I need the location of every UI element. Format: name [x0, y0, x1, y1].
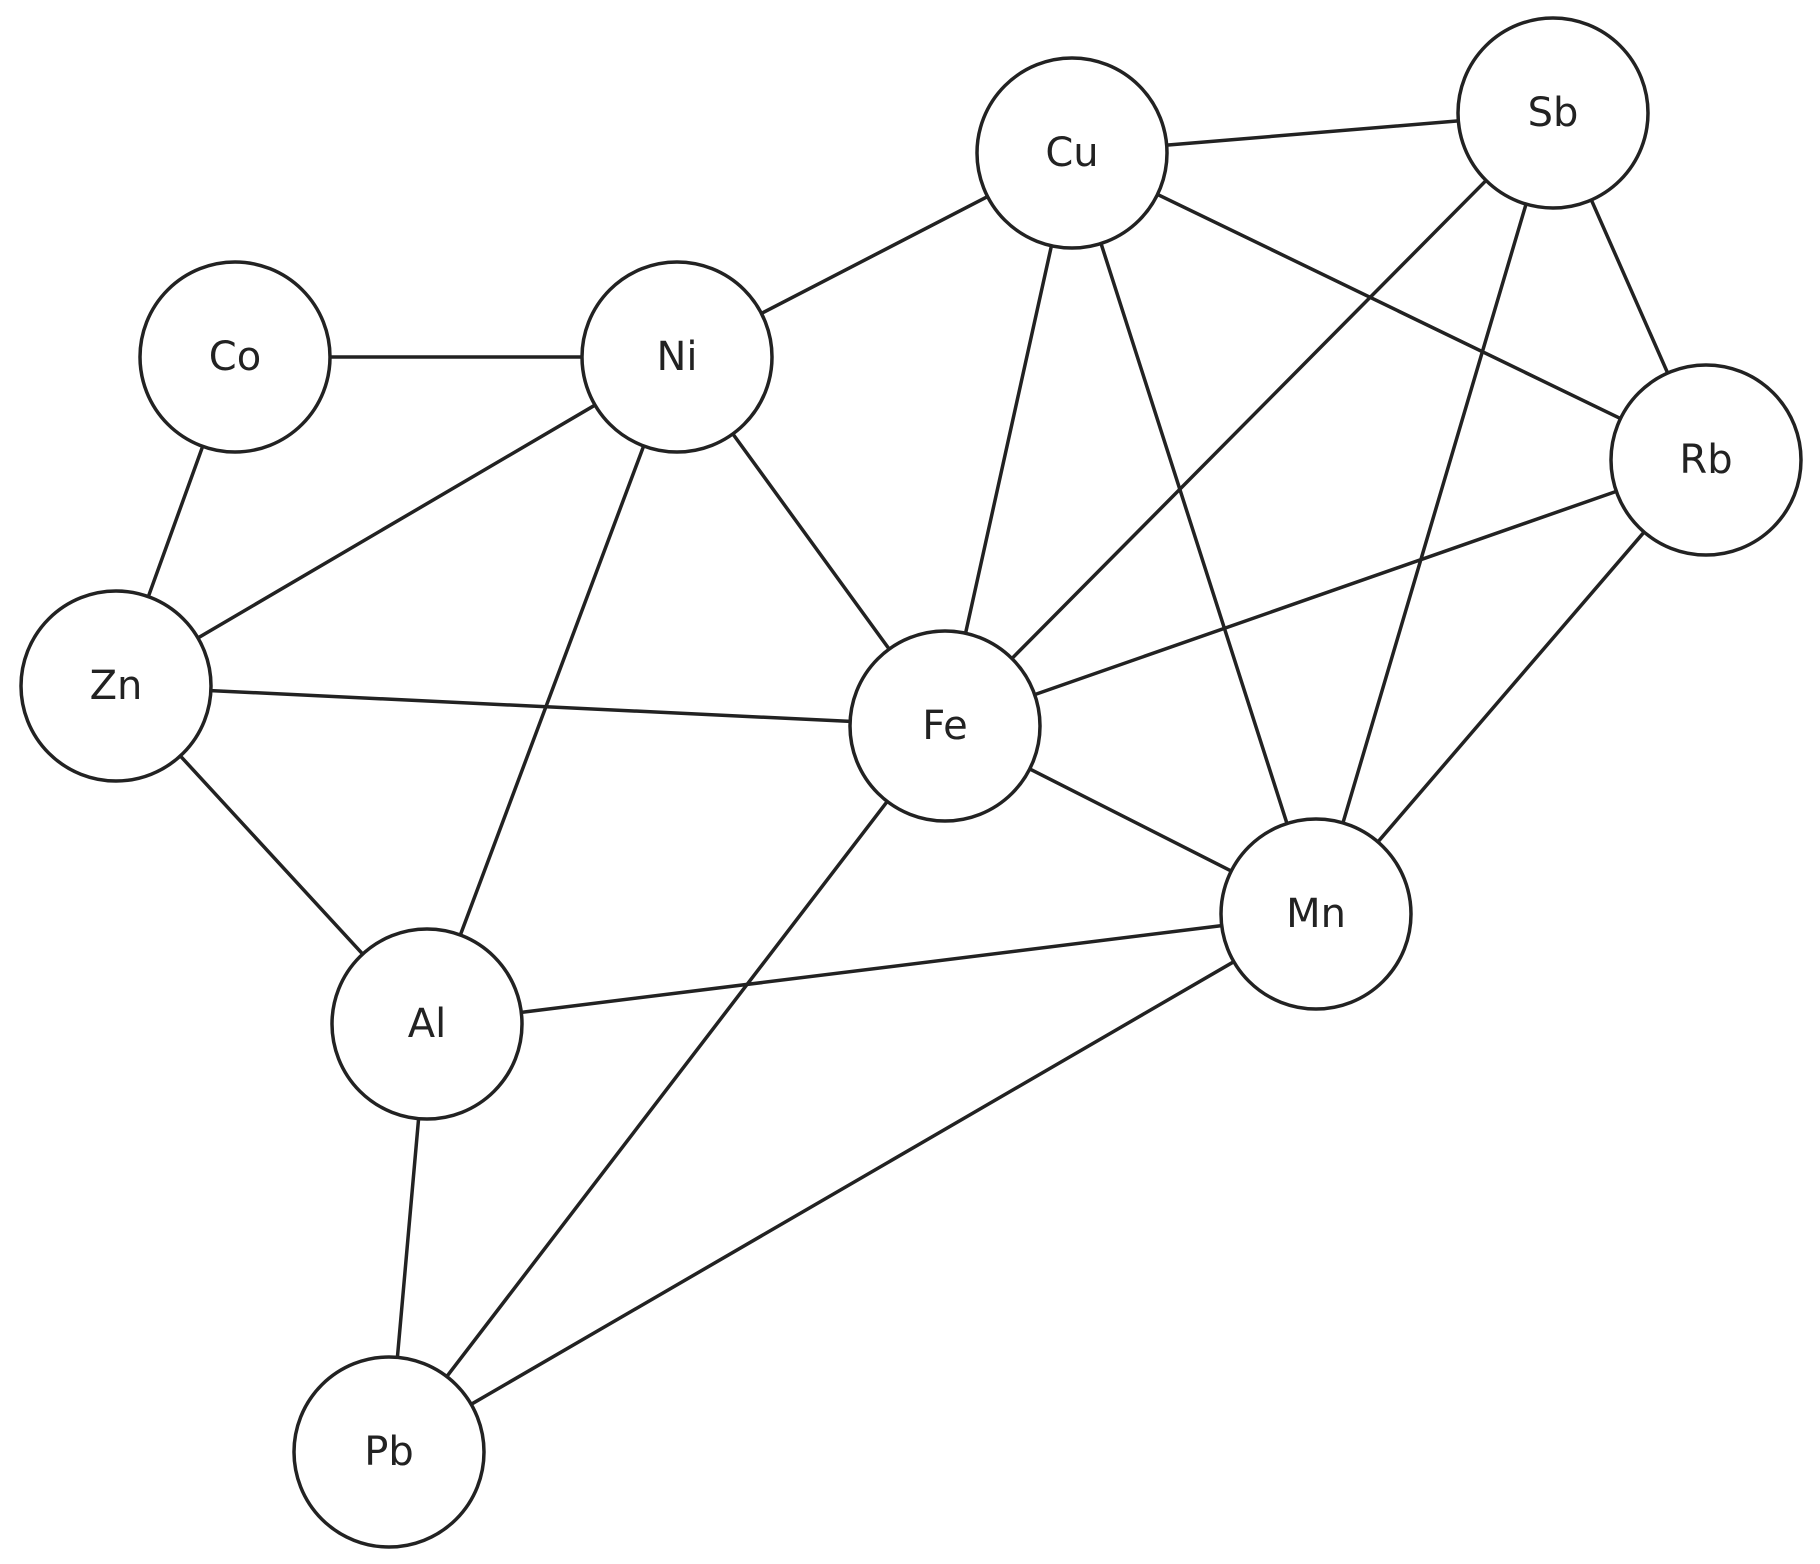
node-ni: Ni	[580, 260, 774, 454]
node-al: Al	[330, 927, 524, 1121]
node-circle-sb	[1456, 16, 1650, 210]
node-label-ni: Ni	[656, 334, 697, 380]
edge-fe-pb	[445, 799, 889, 1379]
edge-co-zn	[146, 444, 205, 599]
node-circle-al	[330, 927, 524, 1121]
node-co: Co	[138, 260, 332, 454]
node-mn: Mn	[1219, 817, 1413, 1011]
node-label-al: Al	[408, 1001, 446, 1047]
node-label-zn: Zn	[90, 663, 143, 709]
node-sb: Sb	[1456, 16, 1650, 210]
edge-fe-mn	[1027, 767, 1234, 873]
edge-sb-rb	[1589, 198, 1670, 375]
node-pb: Pb	[292, 1355, 486, 1549]
node-circle-zn	[19, 589, 213, 783]
node-label-sb: Sb	[1528, 90, 1579, 136]
edge-zn-al	[178, 754, 365, 956]
node-circle-co	[138, 260, 332, 454]
edge-ni-fe	[731, 432, 891, 651]
edge-sb-mn	[1341, 202, 1528, 825]
node-zn: Zn	[19, 589, 213, 783]
edge-mn-al	[519, 923, 1224, 1015]
edge-al-pb	[395, 1116, 421, 1360]
node-fe: Fe	[848, 629, 1042, 823]
node-label-cu: Cu	[1045, 130, 1098, 176]
edge-cu-rb	[1155, 192, 1623, 421]
node-label-fe: Fe	[922, 703, 967, 749]
node-label-pb: Pb	[364, 1429, 414, 1475]
edge-zn-fe	[209, 688, 852, 724]
node-label-co: Co	[209, 334, 261, 380]
edge-rb-fe	[1032, 489, 1619, 697]
node-circle-mn	[1219, 817, 1413, 1011]
node-circle-ni	[580, 260, 774, 454]
edge-mn-pb	[469, 959, 1236, 1407]
node-label-rb: Rb	[1679, 437, 1732, 483]
node-cu: Cu	[975, 56, 1169, 250]
node-circle-cu	[975, 56, 1169, 250]
edge-ni-zn	[196, 403, 597, 640]
edge-ni-cu	[759, 194, 990, 316]
node-circle-rb	[1609, 363, 1803, 557]
node-rb: Rb	[1609, 363, 1803, 557]
node-label-mn: Mn	[1286, 891, 1346, 937]
node-circle-fe	[848, 629, 1042, 823]
node-circle-pb	[292, 1355, 486, 1549]
edges-layer	[146, 119, 1670, 1407]
edge-cu-mn	[1099, 241, 1289, 826]
edge-rb-mn	[1376, 530, 1646, 844]
edge-cu-sb	[1164, 119, 1461, 147]
edge-sb-fe	[1010, 178, 1488, 661]
edge-ni-al	[458, 444, 646, 937]
edge-cu-fe	[963, 243, 1054, 636]
